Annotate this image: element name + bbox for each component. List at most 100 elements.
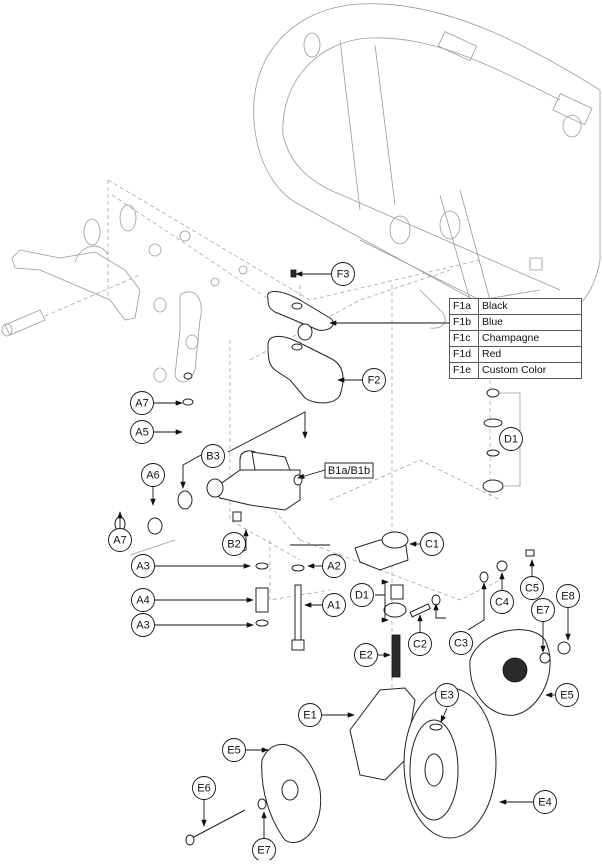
fork-head [354,531,535,678]
callout-a7a: A7 [130,391,154,415]
callout-circle [141,463,165,487]
callout-a1: A1 [322,593,346,617]
callout-e5b: E5 [222,738,246,762]
callout-circle [131,613,155,637]
callout-label: C4 [495,597,509,609]
callout-circle [222,738,246,762]
callout-e2: E2 [354,643,378,667]
callout-label: A4 [136,595,149,607]
color-name: Black [478,298,582,315]
callout-circle [298,703,322,727]
callout-circle [201,444,225,468]
callout-label: A1 [327,600,340,612]
part-code: F1e [449,362,479,379]
callout-label: A6 [146,470,159,482]
callout-label: E1 [303,710,316,722]
callout-label: F2 [368,375,381,387]
part-code: F1b [449,314,479,331]
callout-e5a: E5 [555,683,579,707]
callout-label: A3 [136,561,149,573]
callout-label: E2 [359,650,372,662]
color-name: Custom Color [478,362,582,379]
side-bracket [1,204,248,383]
callout-a5: A5 [130,420,154,444]
callout-label: E3 [440,690,453,702]
callout-circle [331,262,355,286]
callout-circle [322,554,346,578]
callout-circle [449,631,473,655]
callout-circle [354,643,378,667]
callout-circle [130,391,154,415]
callout-label: D1 [355,590,369,602]
callout-label: E6 [197,783,210,795]
part-code: F1d [449,346,479,363]
callout-circle [533,790,557,814]
callout-a4: A4 [131,588,155,612]
callout-e6: E6 [192,776,216,800]
callout-label: A3 [136,620,149,632]
callout-label: A5 [135,427,148,439]
dashed-mount-outline [107,179,501,700]
part-code: F1a [449,298,479,315]
callout-circle [131,554,155,578]
callout-a7b: A7 [108,528,132,552]
callout-circle [408,632,432,656]
callout-label: B3 [206,451,219,463]
callout-label: E7 [536,605,549,617]
caster-housing [114,323,313,556]
callout-label: C5 [525,583,539,595]
callout-label: E4 [538,797,551,809]
callout-e1: E1 [298,703,322,727]
callout-a2: A2 [322,554,346,578]
color-name: Champagne [478,330,582,347]
callout-label: C2 [413,639,427,651]
callout-e4: E4 [533,790,557,814]
callout-a3b: A3 [131,613,155,637]
callout-circle [499,427,523,451]
callout-circle [130,420,154,444]
callout-f3: F3 [331,262,355,286]
callout-circle [131,588,155,612]
callout-label: D1 [504,434,518,446]
callout-label: C1 [425,539,439,551]
callout-e8: E8 [556,584,580,608]
callout-c4: C4 [490,590,514,614]
callout-circle [192,776,216,800]
callout-label: E8 [561,591,574,603]
callout-b2: B2 [222,532,246,556]
callout-c1: C1 [420,532,444,556]
callout-circle [322,593,346,617]
callout-circle [520,576,544,600]
callout-circle [555,683,579,707]
callout-circle [435,683,459,707]
callout-d1a: D1 [499,427,523,451]
callout-label: E7 [257,845,270,857]
callout-b1a-b1b: B1a/B1b [324,462,374,479]
fender-assembly [267,269,344,404]
callout-e3: E3 [435,683,459,707]
callout-label: C3 [454,638,468,650]
callout-label: A7 [113,535,126,547]
callout-circle [222,532,246,556]
chassis-frame [253,3,601,329]
callout-e7b: E7 [252,838,276,862]
callout-a6: A6 [141,463,165,487]
callout-circle [420,532,444,556]
callout-e7a: E7 [531,598,555,622]
color-name: Red [478,346,582,363]
wheel-assembly [185,629,571,846]
leader-lines [117,271,571,838]
callout-b3: B3 [201,444,225,468]
callout-a3a: A3 [131,554,155,578]
callout-c5: C5 [520,576,544,600]
callout-label: F3 [337,269,350,281]
callout-label: E5 [227,745,240,757]
callout-circle [362,368,386,392]
